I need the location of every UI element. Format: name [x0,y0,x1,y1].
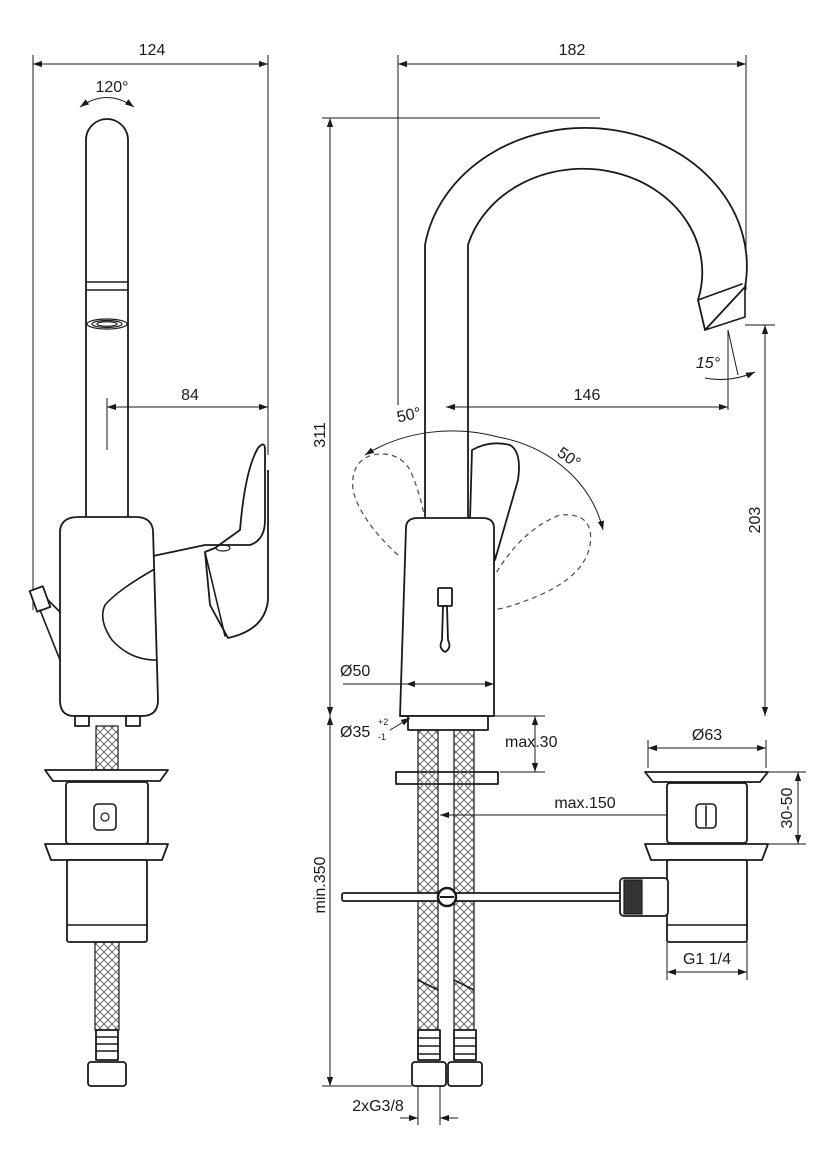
dim-min-hose: min.350 [312,856,329,913]
dim-hole-diameter: Ø35 [340,724,370,741]
dim-lever-right: 50° [554,444,584,472]
dim-max-deck: max.30 [505,734,558,751]
dim-body-diameter: Ø50 [340,663,370,680]
dim-front-width: 182 [559,42,586,59]
waste-detail: Ø63 30-50 G1 1/4 [619,727,806,980]
dim-swivel-angle: 120° [95,79,128,96]
dim-height-total: 311 [312,422,329,448]
side-view: 124 120° 84 [28,42,269,1087]
dim-spout-reach: 146 [574,387,601,404]
dim-waste-diameter: Ø63 [692,727,722,744]
dim-waste-thread: G1 1/4 [683,951,731,968]
dim-hole-tol-minus: -1 [378,732,386,742]
dim-spout-height: 203 [747,507,764,534]
dim-max-rod: max.150 [554,795,615,812]
dim-side-reach: 84 [181,387,199,404]
dim-spout-angle: 15° [696,355,721,372]
dim-connections: 2xG3/8 [352,1098,404,1115]
dim-waste-height: 30-50 [779,787,796,828]
front-view: 182 311 15° 146 203 50° 50° [312,42,775,1125]
dim-lever-left: 50° [395,405,422,427]
dim-side-width: 124 [139,42,166,59]
dim-hole-tol-plus: +2 [378,717,388,727]
